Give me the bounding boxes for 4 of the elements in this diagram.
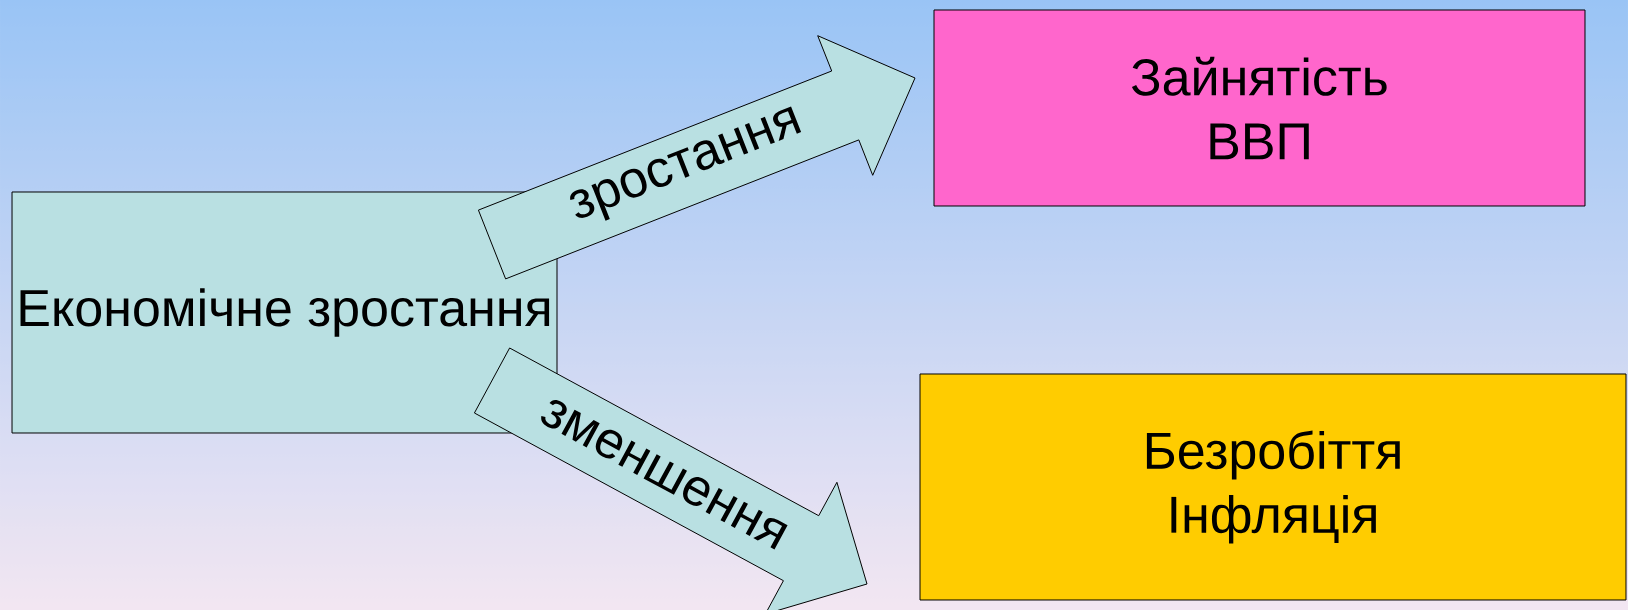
block-arrow bbox=[473, 347, 868, 610]
text-box: Безробіття Інфляція bbox=[919, 373, 1627, 601]
text-box: Зайнятість ВВП bbox=[933, 9, 1586, 207]
block-arrow bbox=[477, 35, 916, 280]
